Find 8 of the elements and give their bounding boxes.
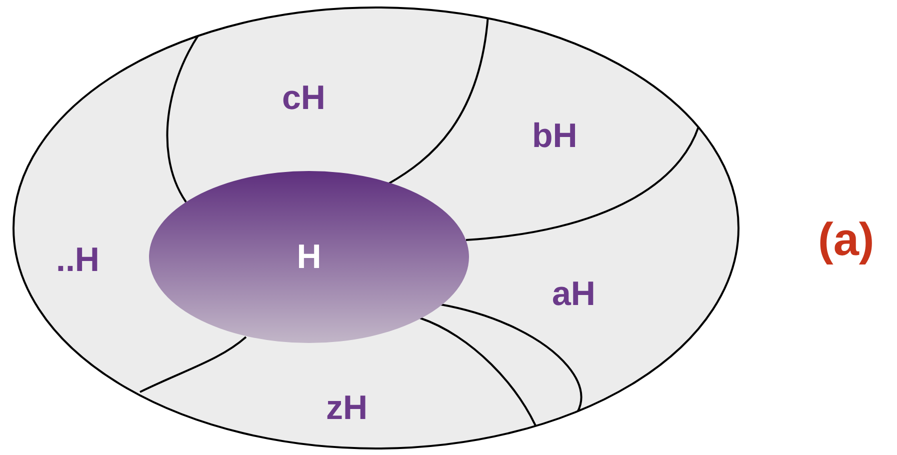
region-label: zH: [326, 388, 368, 428]
region-label: cH: [282, 78, 326, 118]
panel-label: (a): [818, 212, 874, 266]
outer-ellipse: [12, 6, 740, 450]
inner-ellipse: H: [148, 170, 470, 344]
region-label: aH: [552, 274, 596, 314]
region-label: bH: [532, 116, 578, 156]
region-label: ..H: [56, 240, 100, 280]
